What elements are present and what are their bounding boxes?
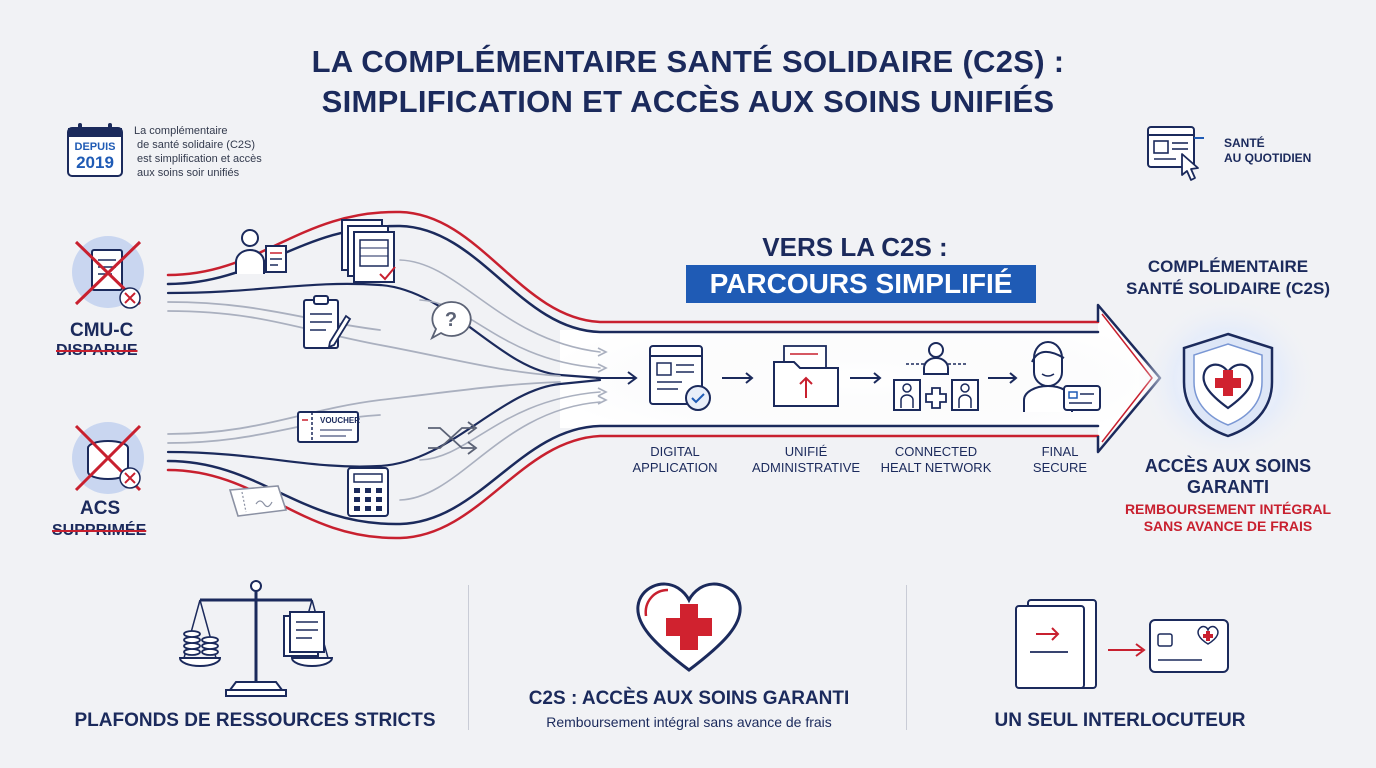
stage-line: CONNECTED: [894, 444, 978, 459]
center-heading: VERS LA C2S :: [762, 232, 948, 262]
title-line-2: SIMPLIFICATION ET ACCÈS AUX SOINS UNIFIÉ…: [321, 84, 1055, 119]
stage-label-3: CONNECTED HEALT NETWORK: [876, 444, 996, 476]
cmu-status: DISPARUE: [56, 342, 138, 359]
shield-heart-icon: [1176, 330, 1280, 440]
health-network-icon: [892, 340, 980, 414]
bottom-right-label: UN SEUL INTERLOCUTEUR: [994, 710, 1246, 731]
bottom-left-label: PLAFONDS DE RESSOURCES STRICTS: [74, 710, 436, 731]
acs-status: SUPPRIMÉE: [52, 522, 147, 539]
shuffle-icon: [426, 420, 480, 456]
acs-name: ACS: [80, 498, 121, 519]
since-label: DEPUIS: [74, 141, 116, 153]
intro-note-line: La complémentaire: [134, 125, 228, 137]
refund-line: SANS AVANCE DE FRAIS: [1143, 518, 1313, 534]
right-title-line: SANTÉ SOLIDAIRE (C2S): [1125, 279, 1331, 298]
stage-line: FINAL: [1041, 444, 1079, 459]
intro-note-line: aux soins soir unifiés: [137, 167, 240, 179]
intro-note-line: est simplification et accès: [137, 153, 262, 165]
voucher-label: VOUCHER: [320, 416, 361, 425]
stage-label-1: DIGITAL APPLICATION: [620, 444, 730, 476]
stage-line: UNIFIÉ: [784, 444, 828, 459]
scale-icon: [176, 578, 336, 700]
person-document-icon: [232, 226, 292, 278]
center-heading-highlight: PARCOURS SIMPLIFIÉ: [686, 265, 1036, 303]
cmu-name: CMU-C: [70, 320, 134, 341]
stage-label-4: FINAL SECURE: [1020, 444, 1100, 476]
right-panel-title: COMPLÉMENTAIRE SANTÉ SOLIDAIRE (C2S): [1100, 256, 1356, 300]
bottom-center-label: C2S : ACCÈS AUX SOINS GARANTI: [528, 688, 850, 709]
access-line: ACCÈS AUX SOINS: [1144, 456, 1312, 476]
divider: [906, 585, 907, 730]
question-bubble-icon: ?: [428, 298, 474, 344]
folder-upload-icon: [770, 344, 842, 412]
calculator-icon: [346, 466, 390, 518]
top-right-line: AU QUOTIDIEN: [1224, 151, 1312, 165]
access-guaranteed: ACCÈS AUX SOINS GARANTI: [1110, 456, 1346, 498]
stage-line: DIGITAL: [650, 444, 700, 459]
refund-line: REMBOURSEMENT INTÉGRAL: [1124, 501, 1332, 517]
patient-card-icon: [1020, 340, 1104, 414]
right-title-line: COMPLÉMENTAIRE: [1147, 257, 1309, 276]
cmu-document-icon: [68, 232, 150, 314]
refund-text: REMBOURSEMENT INTÉGRAL SANS AVANCE DE FR…: [1100, 501, 1356, 535]
documents-to-card-icon: [1012, 596, 1232, 692]
forms-stack-icon: [340, 218, 400, 284]
stage-line: APPLICATION: [632, 460, 718, 475]
stage-line: HEALT NETWORK: [880, 460, 992, 475]
coins-icon: [68, 418, 150, 500]
calendar-icon: DEPUIS 2019: [66, 122, 124, 178]
top-right-line: SANTÉ: [1224, 136, 1265, 150]
title-line-1: LA COMPLÉMENTAIRE SANTÉ SOLIDAIRE (C2S) …: [311, 44, 1065, 79]
access-line: GARANTI: [1187, 477, 1269, 497]
svg-text:?: ?: [445, 309, 457, 331]
clipboard-pen-icon: [300, 294, 354, 352]
intro-note-line: de santé solidaire (C2S): [137, 139, 256, 151]
heart-cross-icon: [632, 576, 746, 676]
voucher-icon: VOUCHER: [296, 410, 360, 444]
top-right-label: SANTÉ AU QUOTIDIEN: [1224, 136, 1311, 166]
digital-application-icon: [648, 344, 714, 412]
ticket-icon: [228, 484, 288, 518]
stage-line: ADMINISTRATIVE: [751, 460, 861, 475]
since-year: 2019: [76, 153, 114, 172]
divider: [468, 585, 469, 730]
bottom-center-subtitle: Remboursement intégral sans avance de fr…: [546, 714, 832, 730]
stage-label-2: UNIFIÉ ADMINISTRATIVE: [746, 444, 866, 476]
stage-line: SECURE: [1032, 460, 1088, 475]
browser-cursor-icon: [1146, 124, 1204, 182]
intro-note: La complémentaire de santé solidaire (C2…: [134, 124, 284, 180]
